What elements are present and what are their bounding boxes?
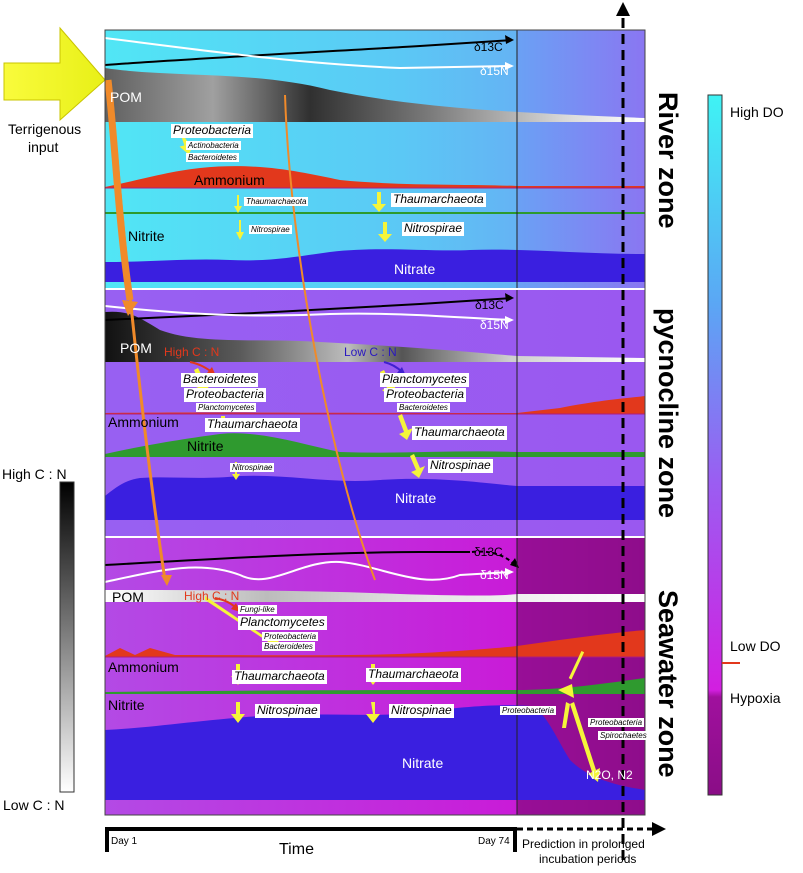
pyc-taxon-planctomycetes: Planctomycetes <box>380 372 469 387</box>
river-zone-title: River zone <box>653 92 683 229</box>
sea-taxon-thaum-left: Thaumarchaeota <box>232 669 327 684</box>
legend-hypoxia: Hypoxia <box>730 690 781 706</box>
river-nitrite-label: Nitrite <box>128 228 165 244</box>
river-taxon-proteobacteria: Proteobacteria <box>171 123 254 138</box>
river-taxon-nitrospirae-small: Nitrospirae <box>249 225 292 235</box>
pyc-nitrite-band <box>105 433 645 456</box>
input-label-line1: Terrigenous <box>8 121 82 137</box>
sea-nitrate-band <box>105 705 645 800</box>
river-taxon-nitrospirae: Nitrospirae <box>402 221 465 236</box>
cn-legend-bar <box>59 481 75 793</box>
sea-pred-proteobacteria: Proteobacteria <box>500 706 557 716</box>
pyc-low-cn-label: Low C : N <box>344 345 397 359</box>
pyc-ammonium-label: Ammonium <box>108 414 179 430</box>
legend-high-cn: High C : N <box>2 466 67 482</box>
sea-high-cn-label: High C : N <box>184 589 240 603</box>
sea-pom-label: POM <box>112 589 144 605</box>
sea-pred-proteobacteria-2: Proteobacteria <box>588 718 645 728</box>
river-nitrate-band <box>105 249 645 282</box>
sea-pred-spirochaetes: Spirochaetes <box>598 731 649 741</box>
pyc-high-cn-label: High C : N <box>164 345 220 359</box>
timeline-axis-label: Time <box>279 841 314 858</box>
river-taxon-bacteroidetes: Bacteroidetes <box>186 153 239 163</box>
sea-nitrate-label: Nitrate <box>402 755 444 771</box>
sea-taxon-proteobacteria-small: Proteobacteria <box>262 632 319 642</box>
sea-delta-n: δ15N <box>480 568 509 582</box>
legend-low-cn: Low C : N <box>3 797 65 813</box>
river-pom-label: POM <box>110 89 142 105</box>
pyc-taxon-proteobacteria-right: Proteobacteria <box>384 387 467 402</box>
pyc-pom-band <box>105 311 645 362</box>
river-delta-n: δ15N <box>480 64 509 78</box>
terrigenous-input-arrow <box>3 26 106 122</box>
river-nitrate-label: Nitrate <box>394 261 436 277</box>
river-delta-c: δ13C <box>474 40 503 54</box>
sea-taxon-thaum-right: Thaumarchaeota <box>366 667 461 682</box>
legend-low-do: Low DO <box>730 638 781 654</box>
sea-gases-label: N2O, N2 <box>586 768 633 782</box>
timeline-prediction-line2: incubation periods <box>539 852 637 866</box>
sea-pom-band <box>105 590 645 602</box>
do-legend-bar <box>707 94 723 796</box>
river-taxon-thaumarchaeota: Thaumarchaeota <box>391 192 486 207</box>
timeline-prediction-line1: Prediction in prolonged <box>522 837 645 851</box>
sea-taxon-nitrospinae-left: Nitrospinae <box>255 703 320 718</box>
river-ammonium-band <box>105 166 645 188</box>
timeline-day-start: Day 1 <box>111 836 138 847</box>
sea-taxon-planctomycetes: Planctomycetes <box>238 615 327 630</box>
input-label-line2: input <box>28 139 59 155</box>
sea-taxon-fungi-like: Fungi-like <box>238 605 277 615</box>
pyc-taxon-proteobacteria: Proteobacteria <box>184 387 267 402</box>
pyc-taxon-planctomycetes-small: Planctomycetes <box>196 403 257 413</box>
pyc-ammonium-band <box>105 396 645 414</box>
river-taxon-actinobacteria: Actinobacteria <box>186 141 241 151</box>
legend-high-do: High DO <box>730 104 784 120</box>
pyc-taxon-bacteroidetes: Bacteroidetes <box>181 372 259 387</box>
timeline-axis <box>105 822 666 852</box>
prediction-up-arrow <box>616 2 630 16</box>
pycnocline-zone-panel <box>104 290 645 537</box>
sea-taxon-bacteroidetes-small: Bacteroidetes <box>262 642 315 652</box>
pyc-nitrite-label: Nitrite <box>187 438 224 454</box>
pyc-delta-n: δ15N <box>480 318 509 332</box>
pyc-pom-label: POM <box>120 340 152 356</box>
pyc-delta-c: δ13C <box>475 298 504 312</box>
timeline-day-end: Day 74 <box>478 836 510 847</box>
sea-nitrite-band <box>105 678 645 694</box>
pyc-taxon-thaum-left: Thaumarchaeota <box>205 417 300 432</box>
river-taxon-thaum-small: Thaumarchaeota <box>244 197 309 207</box>
pyc-taxon-nitrospinae: Nitrospinae <box>428 458 493 473</box>
pyc-nitrate-band <box>105 475 645 520</box>
sea-ammonium-band <box>105 630 645 657</box>
river-pom-band <box>105 68 645 122</box>
pyc-taxon-bacteroidetes-small: Bacteroidetes <box>397 403 450 413</box>
sea-ammonium-label: Ammonium <box>108 659 179 675</box>
pyc-taxon-thaum-right: Thaumarchaeota <box>412 425 507 440</box>
river-ammonium-label: Ammonium <box>194 172 265 188</box>
pyc-taxon-nitrospinae-small: Nitrospinae <box>230 463 275 473</box>
sea-delta-c: δ13C <box>474 545 503 559</box>
seawater-zone-title: Seawater zone <box>653 590 683 778</box>
pyc-nitrate-label: Nitrate <box>395 490 437 506</box>
sea-taxon-nitrospinae-right: Nitrospinae <box>389 703 454 718</box>
pycnocline-zone-title: pycnocline zone <box>653 308 683 519</box>
sea-nitrite-label: Nitrite <box>108 697 145 713</box>
